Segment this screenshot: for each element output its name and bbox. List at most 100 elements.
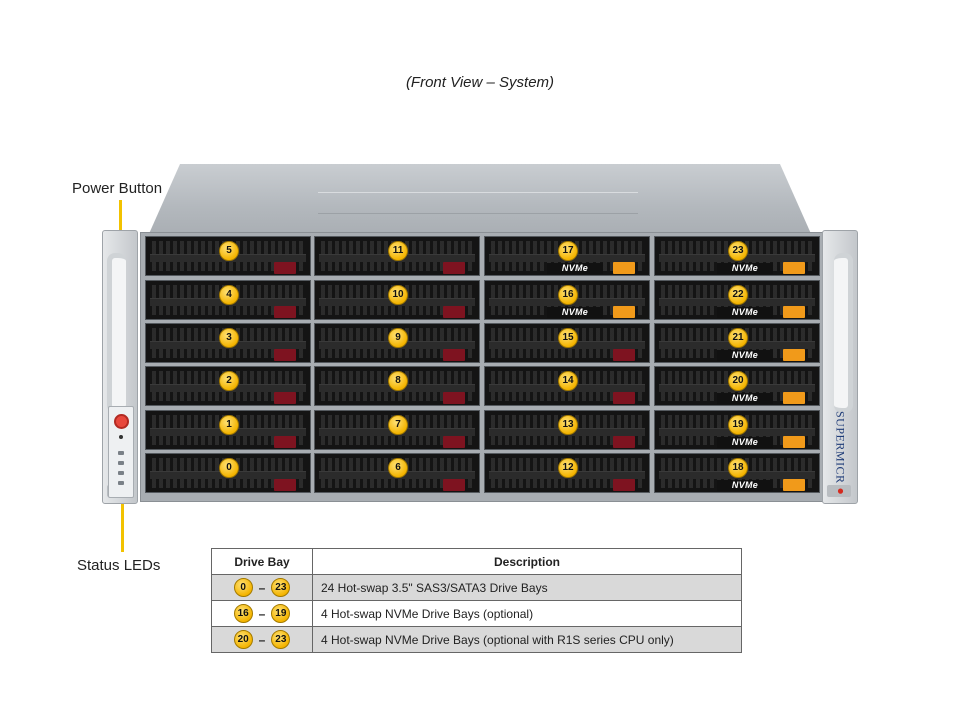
- figure-caption: (Front View – System): [405, 74, 555, 91]
- bay-badge: 20: [233, 630, 253, 649]
- bay-number-badge: 18: [728, 458, 748, 478]
- nvme-label: NVMe: [717, 307, 773, 318]
- bay-number-badge: 20: [728, 371, 748, 391]
- table-cell-description: 4 Hot-swap NVMe Drive Bays (optional wit…: [312, 626, 742, 653]
- drive-tray[interactable]: 7: [314, 410, 480, 450]
- table-cell-description: 24 Hot-swap 3.5" SAS3/SATA3 Drive Bays: [312, 574, 742, 601]
- power-button[interactable]: [114, 414, 129, 429]
- bay-number-badge: 13: [558, 415, 578, 435]
- reset-button[interactable]: [119, 435, 123, 439]
- tray-latch[interactable]: [443, 479, 465, 491]
- tray-latch[interactable]: [274, 392, 296, 404]
- bay-badge: 23: [271, 578, 291, 597]
- nvme-drive-tray[interactable]: NVMe 21: [654, 323, 820, 363]
- tray-latch[interactable]: [613, 306, 635, 318]
- bay-number-badge: 6: [388, 458, 408, 478]
- nvme-label: NVMe: [717, 263, 773, 274]
- drive-tray[interactable]: 10: [314, 280, 480, 320]
- tray-latch[interactable]: [274, 479, 296, 491]
- nvme-drive-tray[interactable]: NVMe 22: [654, 280, 820, 320]
- nvme-label: NVMe: [547, 263, 603, 274]
- bay-number-badge: 8: [388, 371, 408, 391]
- bay-number-badge: 9: [388, 328, 408, 348]
- bay-number-badge: 7: [388, 415, 408, 435]
- drive-tray[interactable]: 12: [484, 453, 650, 493]
- bay-number-badge: 11: [388, 241, 408, 261]
- nvme-label: NVMe: [717, 437, 773, 448]
- tray-latch[interactable]: [783, 349, 805, 361]
- bay-number-badge: 15: [558, 328, 578, 348]
- brand-logo: SUPERMICR●: [833, 411, 848, 499]
- tray-latch[interactable]: [613, 349, 635, 361]
- bay-number-badge: 21: [728, 328, 748, 348]
- nvme-label: NVMe: [717, 350, 773, 361]
- tray-latch[interactable]: [443, 392, 465, 404]
- bay-number-badge: 12: [558, 458, 578, 478]
- bay-number-badge: 17: [558, 241, 578, 261]
- table-cell-description: 4 Hot-swap NVMe Drive Bays (optional): [312, 600, 742, 627]
- drive-tray[interactable]: 2: [145, 366, 311, 406]
- bay-badge: 0: [233, 578, 253, 597]
- tray-latch[interactable]: [783, 436, 805, 448]
- nvme-drive-tray[interactable]: NVMe 17: [484, 236, 650, 276]
- tray-latch[interactable]: [274, 262, 296, 274]
- bay-number-badge: 19: [728, 415, 748, 435]
- tray-latch[interactable]: [613, 262, 635, 274]
- bay-number-badge: 10: [388, 285, 408, 305]
- tray-latch[interactable]: [443, 306, 465, 318]
- bay-number-badge: 5: [219, 241, 239, 261]
- drive-tray[interactable]: 11: [314, 236, 480, 276]
- drive-tray[interactable]: 0: [145, 453, 311, 493]
- bay-number-badge: 2: [219, 371, 239, 391]
- table-row: 0 – 23 24 Hot-swap 3.5" SAS3/SATA3 Drive…: [211, 574, 742, 601]
- drive-tray[interactable]: 9: [314, 323, 480, 363]
- bay-number-badge: 4: [219, 285, 239, 305]
- drive-tray[interactable]: 1: [145, 410, 311, 450]
- tray-latch[interactable]: [783, 306, 805, 318]
- status-led: [118, 451, 124, 455]
- tray-latch[interactable]: [783, 262, 805, 274]
- drive-tray[interactable]: 8: [314, 366, 480, 406]
- tray-latch[interactable]: [274, 349, 296, 361]
- tray-latch[interactable]: [443, 262, 465, 274]
- nvme-label: NVMe: [717, 393, 773, 404]
- right-handle[interactable]: [834, 253, 853, 413]
- drive-tray[interactable]: 15: [484, 323, 650, 363]
- tray-latch[interactable]: [443, 349, 465, 361]
- tray-latch[interactable]: [274, 306, 296, 318]
- right-rack-ear: [822, 230, 858, 504]
- tray-latch[interactable]: [613, 479, 635, 491]
- drive-bay-table: Drive Bay Description 0 – 23 24 Hot-swap…: [211, 548, 742, 653]
- drive-tray[interactable]: 3: [145, 323, 311, 363]
- bay-number-badge: 14: [558, 371, 578, 391]
- bay-number-badge: 22: [728, 285, 748, 305]
- status-led: [118, 471, 124, 475]
- bay-badge: 19: [271, 604, 291, 623]
- drive-tray[interactable]: 6: [314, 453, 480, 493]
- tray-latch[interactable]: [613, 392, 635, 404]
- nvme-drive-tray[interactable]: NVMe 20: [654, 366, 820, 406]
- chassis-top-cover: [148, 164, 812, 236]
- status-led: [118, 481, 124, 485]
- control-panel: [108, 406, 134, 498]
- tray-latch[interactable]: [783, 479, 805, 491]
- nvme-drive-tray[interactable]: NVMe 19: [654, 410, 820, 450]
- bay-number-badge: 3: [219, 328, 239, 348]
- table-row: 16 – 19 4 Hot-swap NVMe Drive Bays (opti…: [211, 600, 742, 627]
- drive-tray[interactable]: 13: [484, 410, 650, 450]
- bay-number-badge: 16: [558, 285, 578, 305]
- bay-badge: 23: [271, 630, 291, 649]
- drive-tray[interactable]: 14: [484, 366, 650, 406]
- table-header-drive-bay: Drive Bay: [211, 548, 313, 575]
- tray-latch[interactable]: [443, 436, 465, 448]
- tray-latch[interactable]: [613, 436, 635, 448]
- status-leds-callout-line: [121, 494, 124, 552]
- drive-tray[interactable]: 4: [145, 280, 311, 320]
- tray-latch[interactable]: [274, 436, 296, 448]
- left-handle[interactable]: [107, 253, 126, 413]
- drive-tray[interactable]: 5: [145, 236, 311, 276]
- tray-latch[interactable]: [783, 392, 805, 404]
